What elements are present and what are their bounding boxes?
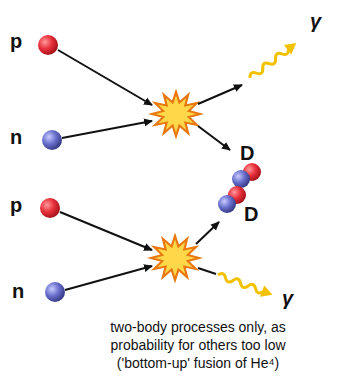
- particle-label: p: [10, 30, 22, 52]
- neutron-ball: [218, 195, 236, 213]
- outgoing-arrow: [198, 268, 216, 274]
- particle-label: n: [12, 280, 24, 302]
- photon-label: γ: [282, 287, 293, 309]
- incoming-arrow: [58, 50, 152, 105]
- neutron-ball: [45, 282, 65, 302]
- particle-label: n: [10, 126, 22, 148]
- neutron-ball: [232, 170, 250, 188]
- gamma-wave: [246, 38, 300, 82]
- caption-text: two-body processes only, as probability …: [82, 318, 314, 372]
- incoming-arrow: [60, 212, 152, 250]
- collision-star: [151, 236, 199, 280]
- collision-star: [152, 92, 200, 136]
- proton-ball: [38, 35, 58, 55]
- outgoing-arrow: [198, 126, 230, 150]
- particle-label: D: [244, 203, 258, 225]
- neutron-ball: [42, 130, 62, 150]
- incoming-arrow: [65, 266, 152, 290]
- outgoing-arrow: [196, 222, 219, 244]
- gamma-wave: [216, 269, 275, 300]
- outgoing-arrow: [198, 85, 242, 104]
- photon-label: γ: [310, 10, 321, 32]
- particle-label: p: [10, 194, 22, 216]
- proton-ball: [40, 198, 60, 218]
- particle-label: D: [240, 142, 254, 164]
- incoming-arrow: [62, 121, 152, 138]
